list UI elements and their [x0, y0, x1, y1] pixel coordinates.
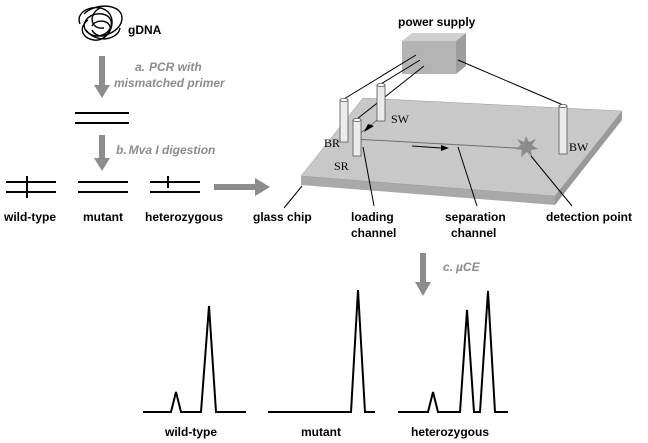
step-a-letter: a. [135, 60, 145, 74]
wild-type-fragments [6, 176, 56, 198]
step-c-arrow [415, 253, 431, 296]
reservoir-br-label: BR [324, 136, 340, 150]
step-c-text: µCE [455, 260, 481, 274]
electrode-sr [352, 118, 362, 157]
mutant-electropherogram [268, 289, 375, 413]
gdna-tangle-icon [78, 5, 123, 41]
detection-point-icon [515, 136, 538, 157]
to-chip-arrow [214, 178, 270, 196]
electrode-br [339, 98, 349, 143]
leader-lines [283, 146, 573, 209]
detection-point-label: detection point [546, 210, 632, 224]
heterozygous-electropherogram [398, 290, 508, 413]
power-wires [343, 54, 564, 120]
separation-channel-line [352, 138, 535, 150]
heterozygous-fragments [150, 176, 200, 193]
separation-channel-label-line2: channel [451, 226, 496, 240]
wild-type-label: wild-type [3, 210, 56, 224]
step-a-line2: mismatched primer [114, 76, 226, 90]
mutant-trace-label: mutant [301, 425, 341, 439]
step-c-letter: c. [443, 260, 453, 274]
reservoir-sr-label: SR [334, 159, 349, 173]
wild-type-electropherogram [143, 305, 246, 413]
power-supply-box [402, 33, 466, 74]
electrode-bw [558, 104, 568, 155]
svg-text:b.Mva I digestion: b.Mva I digestion [116, 143, 215, 157]
mutant-fragments [78, 181, 128, 193]
step-b-arrow [94, 135, 110, 171]
reservoir-sw-label: SW [391, 112, 410, 126]
svg-text:c.µCE: c.µCE [443, 260, 481, 274]
glass-chip-label: glass chip [253, 210, 312, 224]
loading-channel-label-line1: loading [351, 210, 394, 224]
heterozygous-trace-label: heterozygous [411, 425, 489, 439]
gdna-label: gDNA [128, 23, 162, 37]
mutant-label: mutant [83, 210, 123, 224]
wild-type-trace-label: wild-type [164, 425, 217, 439]
heterozygous-label: heterozygous [145, 210, 223, 224]
loading-channel-label-line2: channel [351, 226, 396, 240]
separation-channel-label-line1: separation [445, 210, 506, 224]
step-a-line1: PCR with [149, 60, 202, 74]
reservoir-bw-label: BW [569, 140, 589, 154]
power-supply-label: power supply [398, 15, 476, 29]
step-b-letter: b. [116, 143, 127, 157]
pcr-product-dna [75, 112, 129, 124]
svg-text:a.PCR with: a. PCR with [135, 60, 202, 74]
step-a-arrow [94, 56, 110, 98]
electrode-sw [376, 83, 386, 122]
step-b-text: Mva I digestion [129, 143, 216, 157]
